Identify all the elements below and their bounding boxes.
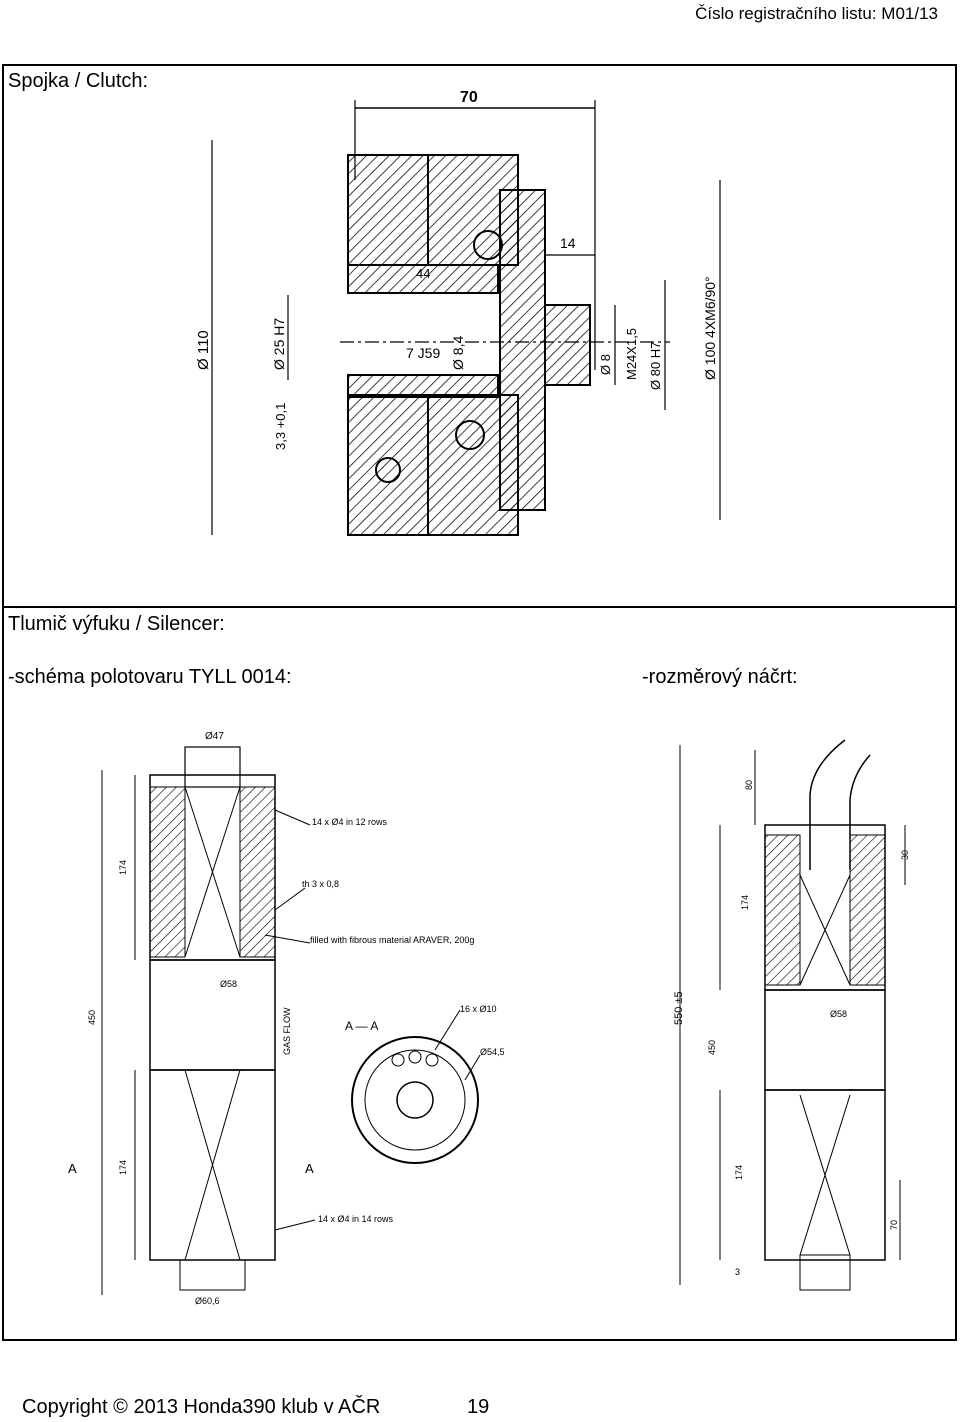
dim-14: 14	[560, 235, 576, 251]
blank-dim-d54: Ø54,5	[480, 1047, 505, 1057]
blank-holes-2: 16 x Ø10	[460, 1004, 497, 1014]
dim-7: 7 J59	[406, 345, 440, 361]
silencer-section-title: Tlumič výfuku / Silencer:	[8, 613, 225, 635]
sketch-dim-80: 80	[744, 780, 754, 790]
sketch-dim-3: 3	[735, 1267, 740, 1277]
blank-dim-174b: 174	[118, 1160, 128, 1175]
registration-number: Číslo registračního listu: M01/13	[695, 4, 938, 23]
blank-gas-flow: GAS FLOW	[282, 1007, 292, 1055]
blank-schema-label: -schéma polotovaru TYLL 0014:	[8, 666, 292, 688]
dim-25: Ø 25 H7	[271, 318, 287, 370]
section-a-left: A	[68, 1161, 77, 1176]
blank-holes-1: 14 x Ø4 in 12 rows	[312, 817, 388, 827]
dimension-sketch-label: -rozměrový náčrt:	[642, 666, 798, 688]
dim-110: Ø 110	[195, 330, 212, 370]
page-number: 19	[467, 1396, 490, 1418]
clutch-drawing: 70 Ø 110 Ø 25 H7 3,3 +0,1 7 J59 Ø 8,4 44…	[195, 89, 721, 536]
dim-m24: M24X1,5	[624, 328, 639, 380]
sketch-dim-70: 70	[889, 1220, 899, 1230]
blank-dim-d47: Ø47	[205, 731, 224, 742]
section-divider	[2, 606, 957, 608]
dim-70: 70	[460, 89, 478, 106]
blank-sheet: th 3 x 0,8	[302, 879, 339, 889]
blank-filled: filled with fibrous material ARAVER, 200…	[310, 935, 474, 945]
sketch-dim-550: 550 ±5	[673, 991, 685, 1025]
silencer-blank-drawing: Ø47 Ø58 Ø60,6 174 450 174 A A 14 x Ø4 in…	[68, 731, 505, 1306]
sketch-dim-174a: 174	[740, 895, 750, 910]
dim-3-3: 3,3 +0,1	[273, 403, 288, 450]
clutch-section-title: Spojka / Clutch:	[8, 70, 149, 92]
sketch-dim-d58: Ø58	[830, 1009, 847, 1019]
sketch-dim-174b: 174	[734, 1165, 744, 1180]
dim-100: Ø 100 4XM6/90°	[702, 276, 718, 380]
silencer-sketch-drawing: Ø58 550 ±5 80 30 174 450 174 70 3	[673, 739, 910, 1291]
dim-8-4: Ø 8,4	[450, 336, 466, 370]
blank-dim-d60: Ø60,6	[195, 1296, 220, 1306]
section-aa: A — A	[345, 1019, 378, 1033]
blank-dim-d58: Ø58	[220, 979, 237, 989]
sketch-dim-30: 30	[900, 850, 910, 860]
dim-80: Ø 80 H7	[648, 342, 663, 390]
content-frame	[2, 64, 957, 1341]
copyright-footer: Copyright © 2013 Honda390 klub v AČR	[22, 1396, 381, 1418]
blank-dim-174a: 174	[118, 860, 128, 875]
dim-44: 44	[416, 266, 430, 281]
blank-dim-450: 450	[87, 1010, 97, 1025]
dim-8: Ø 8	[598, 354, 613, 375]
blank-holes-3: 14 x Ø4 in 14 rows	[318, 1214, 394, 1224]
section-a-right: A	[305, 1161, 314, 1176]
sketch-dim-450: 450	[707, 1040, 717, 1055]
